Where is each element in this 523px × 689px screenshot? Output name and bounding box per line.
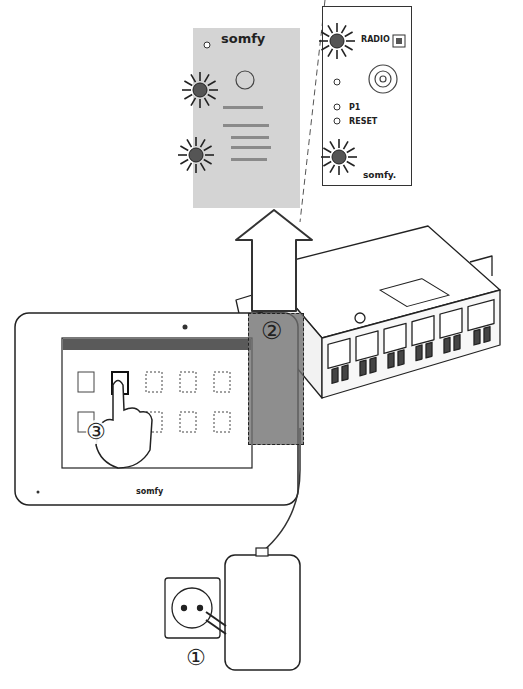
led-dot xyxy=(204,42,210,48)
led-blink xyxy=(321,139,357,175)
icon-ring xyxy=(236,71,254,89)
icon-square xyxy=(396,38,402,44)
print-line xyxy=(223,106,263,109)
hand xyxy=(96,381,152,469)
icon-ring xyxy=(369,65,397,93)
button-name: RESET xyxy=(349,117,377,126)
panel-decoration xyxy=(323,7,413,187)
wall-outlet xyxy=(165,578,226,638)
led-blink xyxy=(182,72,218,108)
icon-square xyxy=(393,35,405,47)
brand-logo: somfy. xyxy=(363,170,396,180)
zoom-board-panel: RADIO P1RESET somfy. xyxy=(322,6,412,186)
led-dot xyxy=(334,118,340,124)
led-dot xyxy=(334,104,340,110)
power-adapter xyxy=(225,555,300,670)
brand-logo: somfy xyxy=(221,32,265,47)
icon-ring xyxy=(375,71,391,87)
print-line xyxy=(231,146,271,149)
print-line xyxy=(223,124,269,127)
led-dot xyxy=(334,79,340,85)
zoom-label-panel: somfy xyxy=(193,28,300,208)
button-name: P1 xyxy=(349,103,360,112)
callout-number: ② xyxy=(261,318,283,346)
print-line xyxy=(231,136,269,139)
icon-ring xyxy=(380,76,386,82)
callout-number: ③ xyxy=(86,420,106,444)
zoom-area-box: ② xyxy=(248,313,304,445)
led-name: RADIO xyxy=(361,35,390,44)
print-line xyxy=(231,158,267,161)
callout-number: ① xyxy=(186,646,206,670)
panel-decoration xyxy=(193,28,300,208)
power-cable xyxy=(262,428,300,552)
zoom-arrow xyxy=(236,210,312,311)
brand-logo: somfy xyxy=(136,488,163,497)
led-blink xyxy=(178,137,214,173)
led-blink xyxy=(319,23,355,59)
